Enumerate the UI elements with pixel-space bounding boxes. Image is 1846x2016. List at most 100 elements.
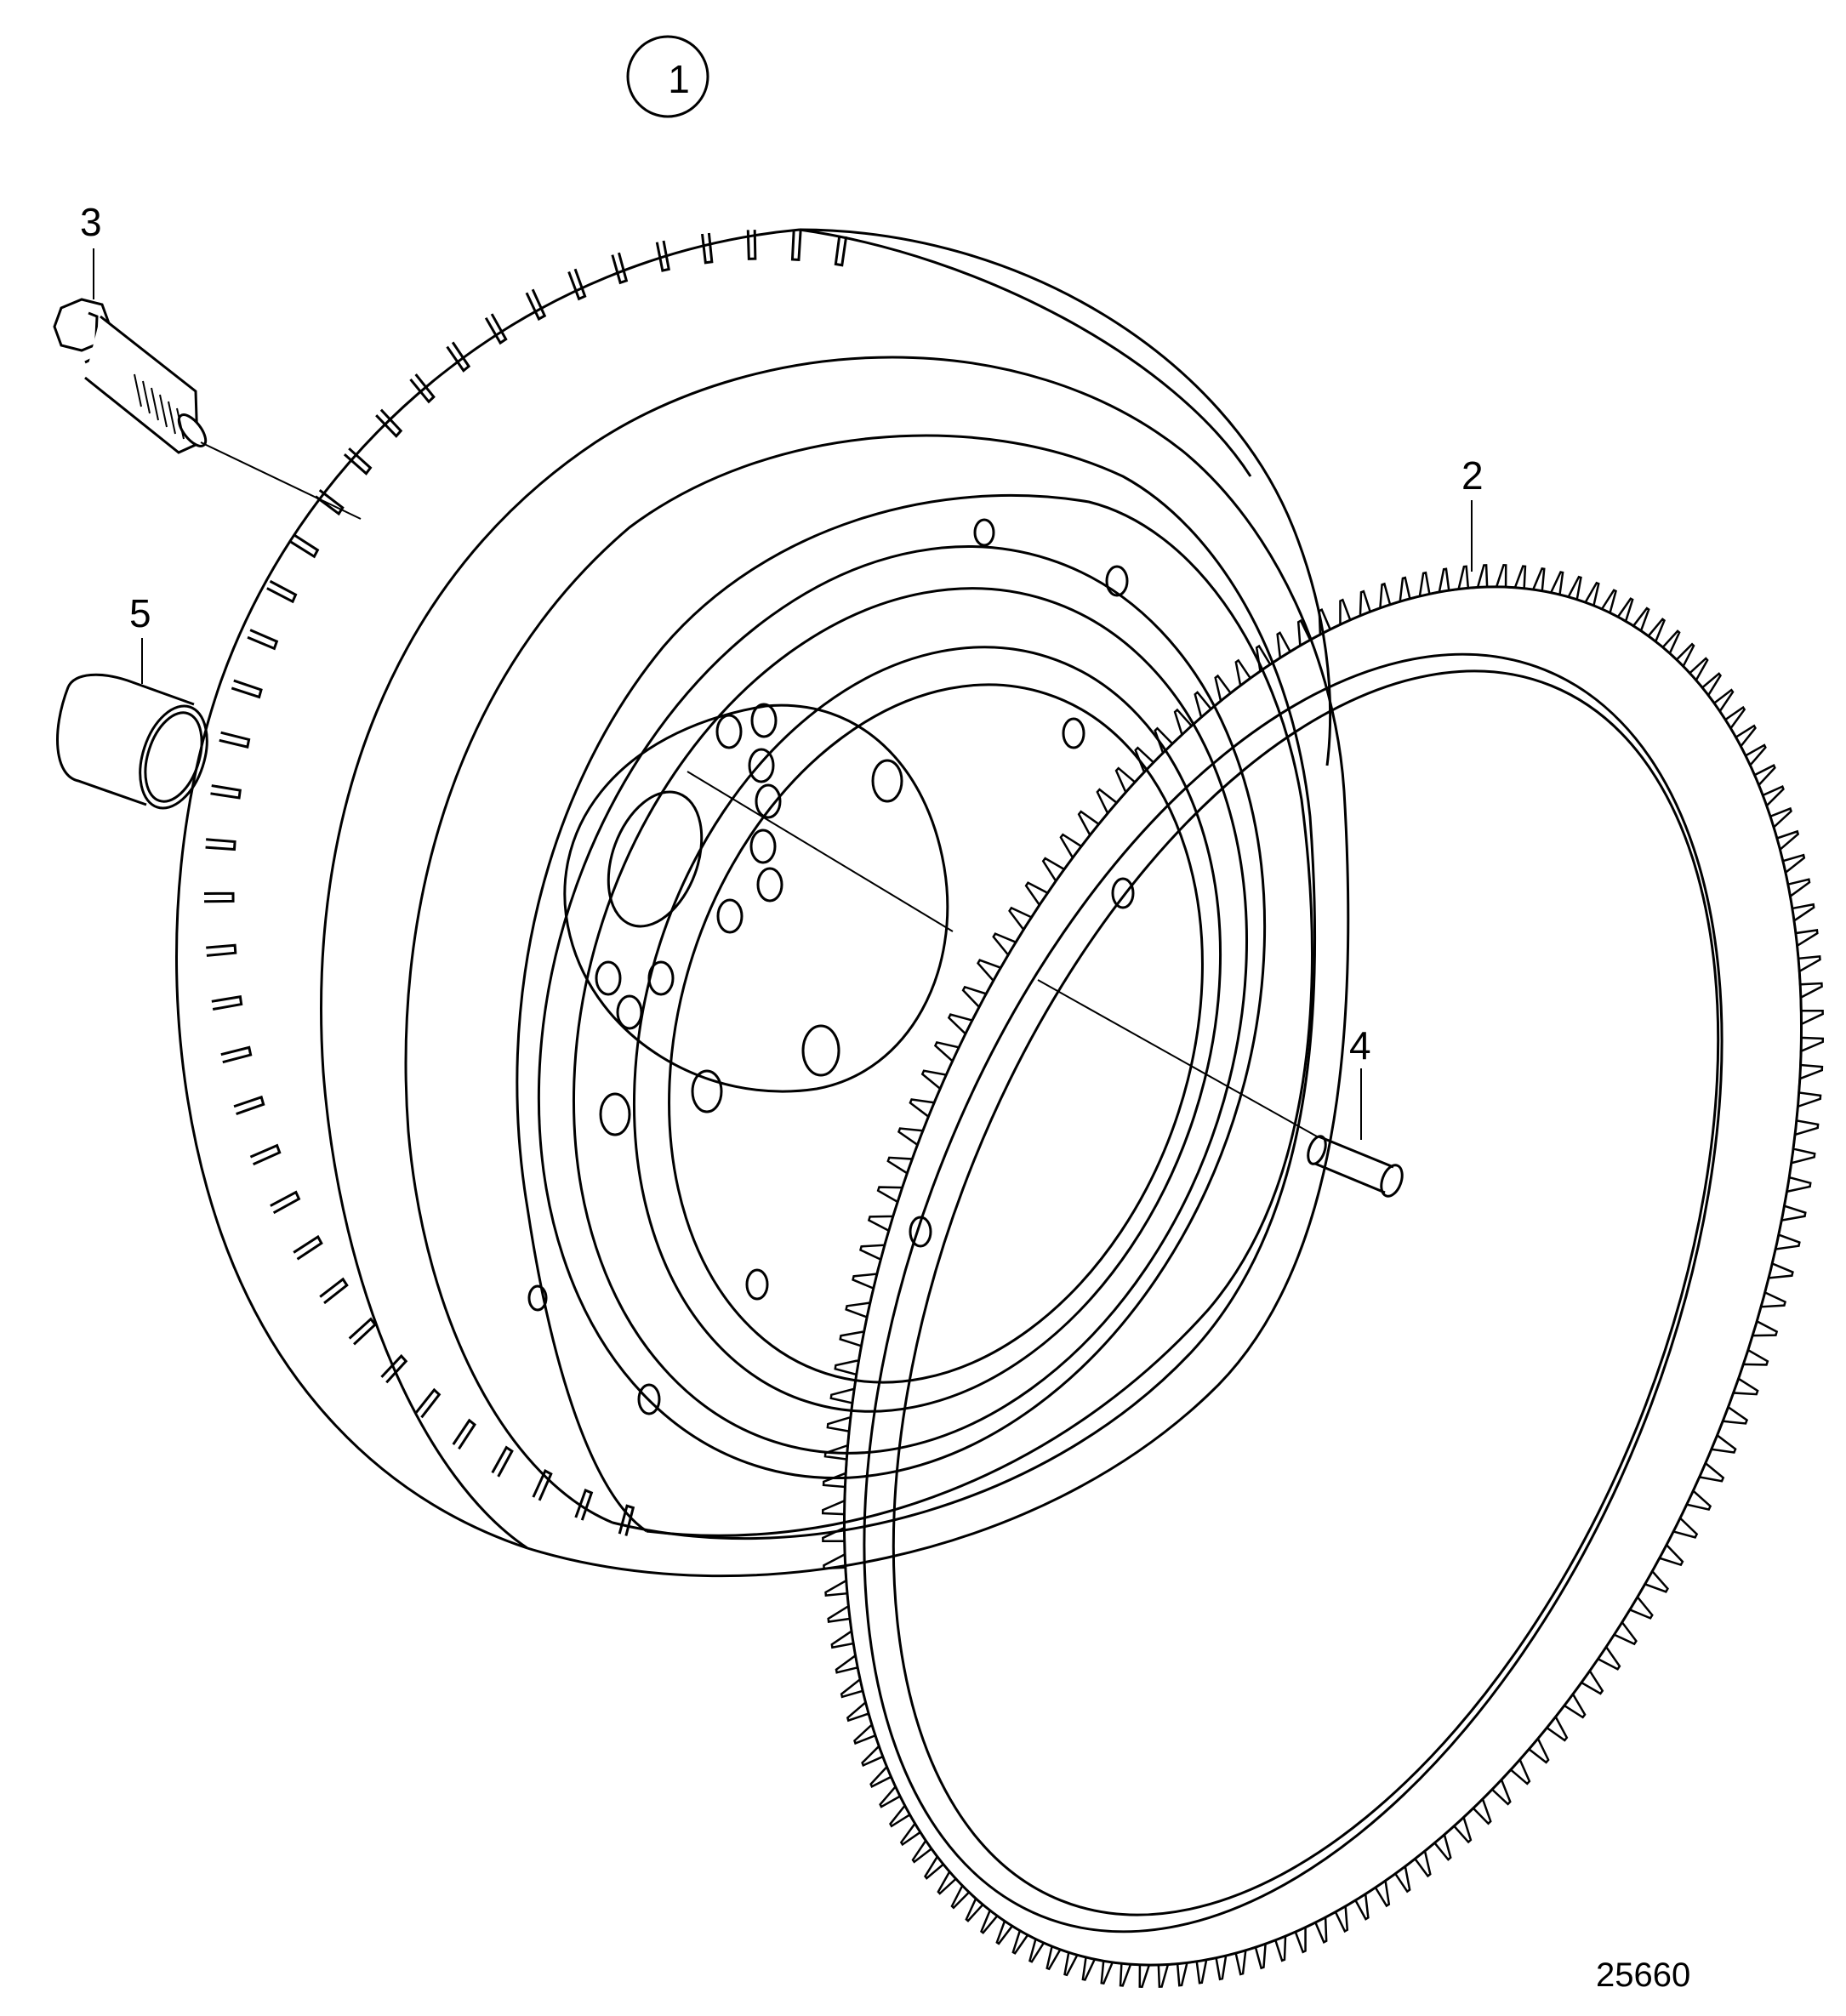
callout-bushing: 5 [129,591,151,635]
rim-slot [249,1143,282,1166]
bolt-shank [84,315,199,454]
floor-hole [527,1284,548,1312]
dowel-body [1314,1135,1394,1194]
rim-slot [574,1489,594,1521]
ring-gear [843,585,1803,1967]
rim-slot [415,1387,442,1419]
rim-slot [380,1353,408,1384]
rim-slot [270,1190,301,1215]
rim-slot [611,252,629,285]
leader-dowel-axis-2 [1037,979,1318,1137]
pilot-bushing [56,673,208,810]
ring-gear-root [843,585,1803,1967]
floor-hole [1105,565,1129,597]
rim-slot [790,230,802,262]
hub-hole [647,960,675,996]
rim-slot [219,731,251,749]
leader-lines [93,248,1473,1140]
flywheel-rim-slots [203,230,848,1536]
ring-gear-teeth [821,564,1825,1988]
callout-ring-gear: 2 [1461,453,1484,498]
bushing-face-outer [139,704,208,810]
ring-gear-inner-edge-2 [892,669,1720,1916]
flywheel-centre-bore [607,790,704,928]
flywheel-front-face-outer [320,356,1350,1578]
callout-dowel-pin: 4 [1349,1023,1371,1068]
rim-slot [205,838,236,851]
flywheel [175,228,1350,1578]
bolt-threads [134,373,185,440]
rim-slot [348,1317,378,1346]
floor-hole [801,1024,840,1077]
leader-dowel-axis-1 [687,771,954,932]
flywheel-floor-ring-1 [537,545,1267,1479]
rim-slot [211,995,243,1011]
hub-hole [748,748,775,783]
rim-slot [618,1504,635,1536]
flywheel-floor-ring-4 [668,683,1204,1384]
rim-slot [206,943,237,957]
floor-hole [1062,717,1085,749]
flywheel-floor-ring-3 [632,646,1222,1413]
dowel-pin [1307,1135,1404,1198]
bushing-body [56,673,195,806]
hub-hole [716,898,744,934]
hub-hole [756,867,783,903]
floor-hole [973,518,995,547]
rim-slot [446,341,471,373]
rim-slot [288,533,320,559]
flywheel-recess-wall [516,493,1313,1537]
rim-slot [484,313,508,345]
rim-slot [233,1095,265,1116]
rim-slot [231,679,263,699]
floor-hole [745,1268,769,1301]
floor-hole [871,759,903,803]
rim-slot [452,1418,476,1450]
bolt-tip [177,413,208,447]
rim-slot [655,240,670,272]
rim-slot [834,235,848,267]
rim-slot [247,629,279,651]
floor-hole [691,1069,723,1113]
dowel-end-front [1380,1164,1404,1198]
flywheel-band-ring [404,434,1317,1540]
leader-bolt-axis [200,441,362,520]
floor-hole [1111,877,1135,909]
rim-slot [701,232,714,265]
floor-hole [599,1092,631,1136]
rim-slot [315,488,345,516]
rim-slot [525,288,547,322]
callout-bolt: 3 [80,200,102,244]
hub-hole [715,714,743,749]
rim-slot [343,447,373,476]
rim-slot [409,373,436,404]
flywheel-back-silhouette [799,228,1332,766]
hub-hole [595,960,622,996]
rim-slot [491,1445,514,1478]
rim-slot [266,579,298,604]
hub-hole [749,829,777,864]
flywheel-drum-top [799,228,1252,477]
flywheel-bolt [53,298,208,454]
floor-hole [909,1216,932,1248]
rim-slot [567,268,587,301]
rim-slot [375,408,403,438]
assembly-callout-circle [626,35,709,118]
floor-hole [637,1383,661,1415]
ring-gear-inner-edge [863,652,1724,1933]
dowel-end-back [1307,1135,1327,1165]
flywheel-slotted-rim [175,228,801,1550]
flywheel-hub-boss [563,703,949,1093]
rim-slot [532,1469,553,1501]
hub-hole [616,994,643,1030]
hub-hole [755,783,782,819]
assembly-callout-number: 1 [668,57,690,101]
rim-slot [746,230,757,260]
rim-slot [319,1277,349,1305]
hub-hole [750,703,778,738]
rim-slot [220,1045,253,1064]
bushing-face-inner [144,711,203,803]
gear-tooth-profile [821,564,1825,1988]
rim-slot [293,1234,323,1261]
